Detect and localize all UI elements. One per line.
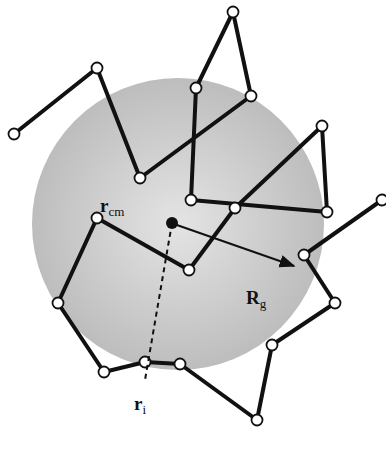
monomer-bead <box>99 367 110 378</box>
monomer-bead <box>53 298 64 309</box>
monomer-bead <box>330 298 341 309</box>
radius-arrow <box>174 224 294 266</box>
polymer-chain <box>9 7 386 426</box>
monomer-bead <box>317 121 328 132</box>
position-vector <box>145 223 172 380</box>
center-of-mass <box>166 217 178 229</box>
monomer-bead <box>267 340 278 351</box>
chain-bonds <box>14 12 382 420</box>
monomer-bead <box>92 63 103 74</box>
monomer-bead <box>135 173 146 184</box>
monomer-bead <box>9 129 20 140</box>
monomer-bead <box>230 203 241 214</box>
monomer-bead <box>322 207 333 218</box>
monomer-bead <box>377 195 386 206</box>
vector-label: ri <box>134 394 146 416</box>
monomer-bead <box>246 91 257 102</box>
vector-label: rcm <box>100 196 124 218</box>
monomer-bead <box>184 265 195 276</box>
monomer-bead <box>175 359 186 370</box>
monomer-bead <box>228 7 239 18</box>
monomer-bead <box>252 415 263 426</box>
monomer-bead <box>299 250 310 261</box>
monomer-bead <box>186 195 197 206</box>
monomer-bead <box>191 83 202 94</box>
vector-label: Rg <box>246 288 266 310</box>
